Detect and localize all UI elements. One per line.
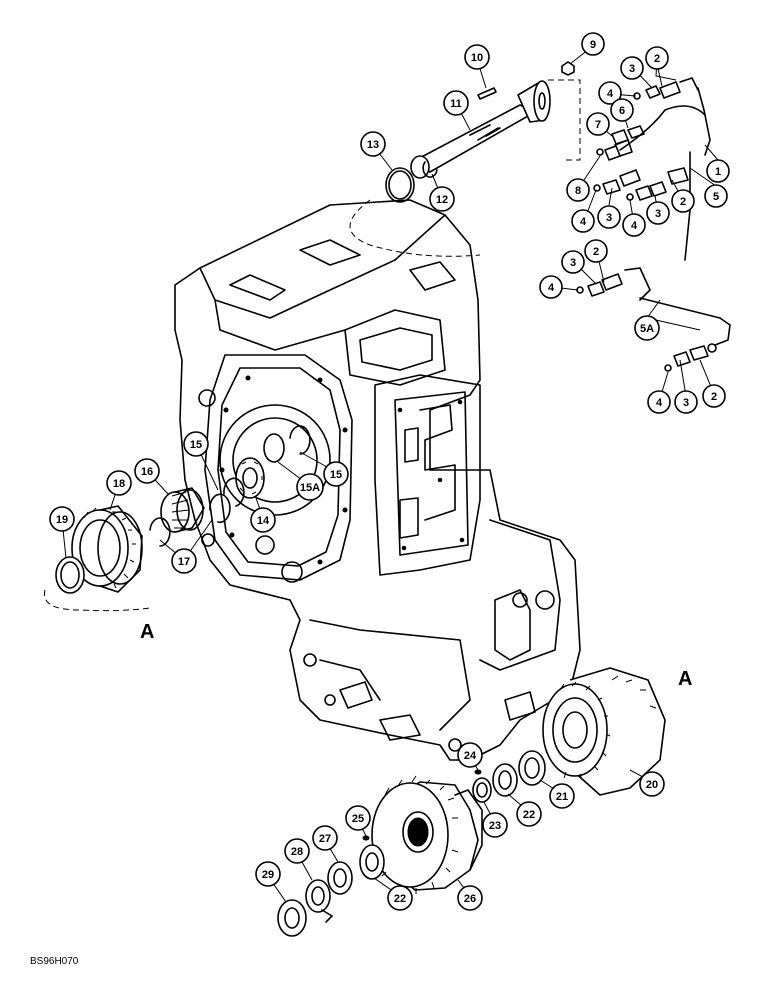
callout-24: 24 — [457, 742, 483, 768]
svg-text:5: 5 — [713, 191, 719, 203]
callout-16: 16 — [134, 458, 160, 484]
svg-text:7: 7 — [595, 119, 601, 131]
transmission-housing — [174, 199, 581, 761]
left-gear-stack — [43, 425, 311, 612]
callout-4: 4 — [598, 81, 622, 105]
svg-text:3: 3 — [655, 208, 661, 220]
svg-text:2: 2 — [711, 391, 717, 403]
svg-text:3: 3 — [570, 257, 576, 269]
svg-text:15: 15 — [190, 439, 202, 451]
svg-text:2: 2 — [593, 246, 599, 258]
svg-text:24: 24 — [464, 750, 477, 762]
callout-27: 27 — [312, 825, 338, 851]
callout-23: 23 — [482, 812, 508, 838]
callout-22: 22 — [387, 885, 413, 911]
svg-text:27: 27 — [319, 833, 331, 845]
svg-text:4: 4 — [548, 282, 555, 294]
svg-text:1: 1 — [715, 166, 721, 178]
callout-21: 21 — [549, 783, 575, 809]
callout-11: 11 — [443, 90, 469, 116]
svg-text:12: 12 — [436, 194, 448, 206]
svg-text:28: 28 — [291, 846, 303, 858]
view-label-a-right: A — [678, 668, 692, 690]
callout-2: 2 — [671, 189, 695, 213]
callout-3: 3 — [597, 205, 621, 229]
svg-text:14: 14 — [257, 515, 270, 527]
callout-10: 10 — [464, 44, 490, 70]
svg-text:4: 4 — [580, 216, 587, 228]
svg-text:21: 21 — [556, 791, 568, 803]
svg-text:10: 10 — [471, 52, 483, 64]
svg-text:26: 26 — [464, 893, 476, 905]
callout-2: 2 — [645, 46, 669, 70]
svg-text:2: 2 — [680, 196, 686, 208]
lower-gear-stack — [277, 750, 546, 937]
callout-19: 19 — [49, 506, 75, 532]
callout-9: 9 — [581, 32, 605, 56]
svg-text:13: 13 — [367, 139, 379, 151]
svg-text:19: 19 — [56, 514, 68, 526]
callout-22: 22 — [516, 801, 542, 827]
view-label-a-left: A — [140, 621, 154, 643]
callouts: 1 2 2 2 2 3 3 3 3 3 4 4 4 4 4 5 5A 6 7 8… — [49, 32, 730, 911]
svg-text:29: 29 — [262, 869, 274, 881]
callout-5: 5 — [704, 184, 728, 208]
svg-text:8: 8 — [575, 185, 581, 197]
callout-2: 2 — [584, 239, 608, 263]
svg-text:15A: 15A — [300, 482, 320, 494]
callout-4: 4 — [539, 275, 563, 299]
svg-text:17: 17 — [178, 556, 190, 568]
svg-text:22: 22 — [523, 809, 535, 821]
clutch-assembly — [542, 667, 666, 796]
svg-text:6: 6 — [619, 105, 625, 117]
svg-text:9: 9 — [590, 39, 596, 51]
callout-6: 6 — [610, 98, 634, 122]
callout-20: 20 — [639, 771, 665, 797]
pump-shaft-assembly — [349, 61, 581, 257]
svg-text:23: 23 — [489, 820, 501, 832]
svg-text:5A: 5A — [640, 323, 654, 335]
callout-5a: 5A — [634, 315, 660, 341]
svg-text:3: 3 — [606, 212, 612, 224]
callout-12: 12 — [429, 186, 455, 212]
callout-28: 28 — [284, 838, 310, 864]
callout-1: 1 — [706, 159, 730, 183]
svg-text:25: 25 — [352, 813, 364, 825]
svg-text:2: 2 — [654, 53, 660, 65]
callout-26: 26 — [457, 885, 483, 911]
callout-2: 2 — [702, 384, 726, 408]
svg-text:3: 3 — [683, 397, 689, 409]
callout-8: 8 — [566, 178, 590, 202]
callout-3: 3 — [620, 56, 644, 80]
callout-7: 7 — [586, 112, 610, 136]
svg-text:15: 15 — [330, 469, 342, 481]
callout-3: 3 — [674, 390, 698, 414]
callout-14: 14 — [250, 507, 276, 533]
callout-17: 17 — [171, 548, 197, 574]
callout-3: 3 — [646, 201, 670, 225]
callout-4: 4 — [647, 390, 671, 414]
callout-13: 13 — [360, 131, 386, 157]
svg-text:4: 4 — [656, 397, 663, 409]
svg-text:11: 11 — [450, 98, 462, 110]
callout-15a: 15A — [296, 473, 324, 501]
callout-25: 25 — [345, 805, 371, 831]
svg-text:18: 18 — [113, 478, 125, 490]
callout-4: 4 — [571, 209, 595, 233]
callout-29: 29 — [255, 861, 281, 887]
svg-text:3: 3 — [629, 63, 635, 75]
svg-text:20: 20 — [646, 779, 658, 791]
svg-text:4: 4 — [607, 88, 614, 100]
callout-15: 15 — [323, 461, 349, 487]
svg-text:16: 16 — [141, 466, 153, 478]
drawing-code: BS96H070 — [30, 956, 79, 967]
callout-4: 4 — [622, 213, 646, 237]
callout-18: 18 — [106, 470, 132, 496]
callout-3: 3 — [561, 250, 585, 274]
svg-text:22: 22 — [394, 893, 406, 905]
svg-text:4: 4 — [631, 220, 638, 232]
callout-15: 15 — [183, 431, 209, 457]
